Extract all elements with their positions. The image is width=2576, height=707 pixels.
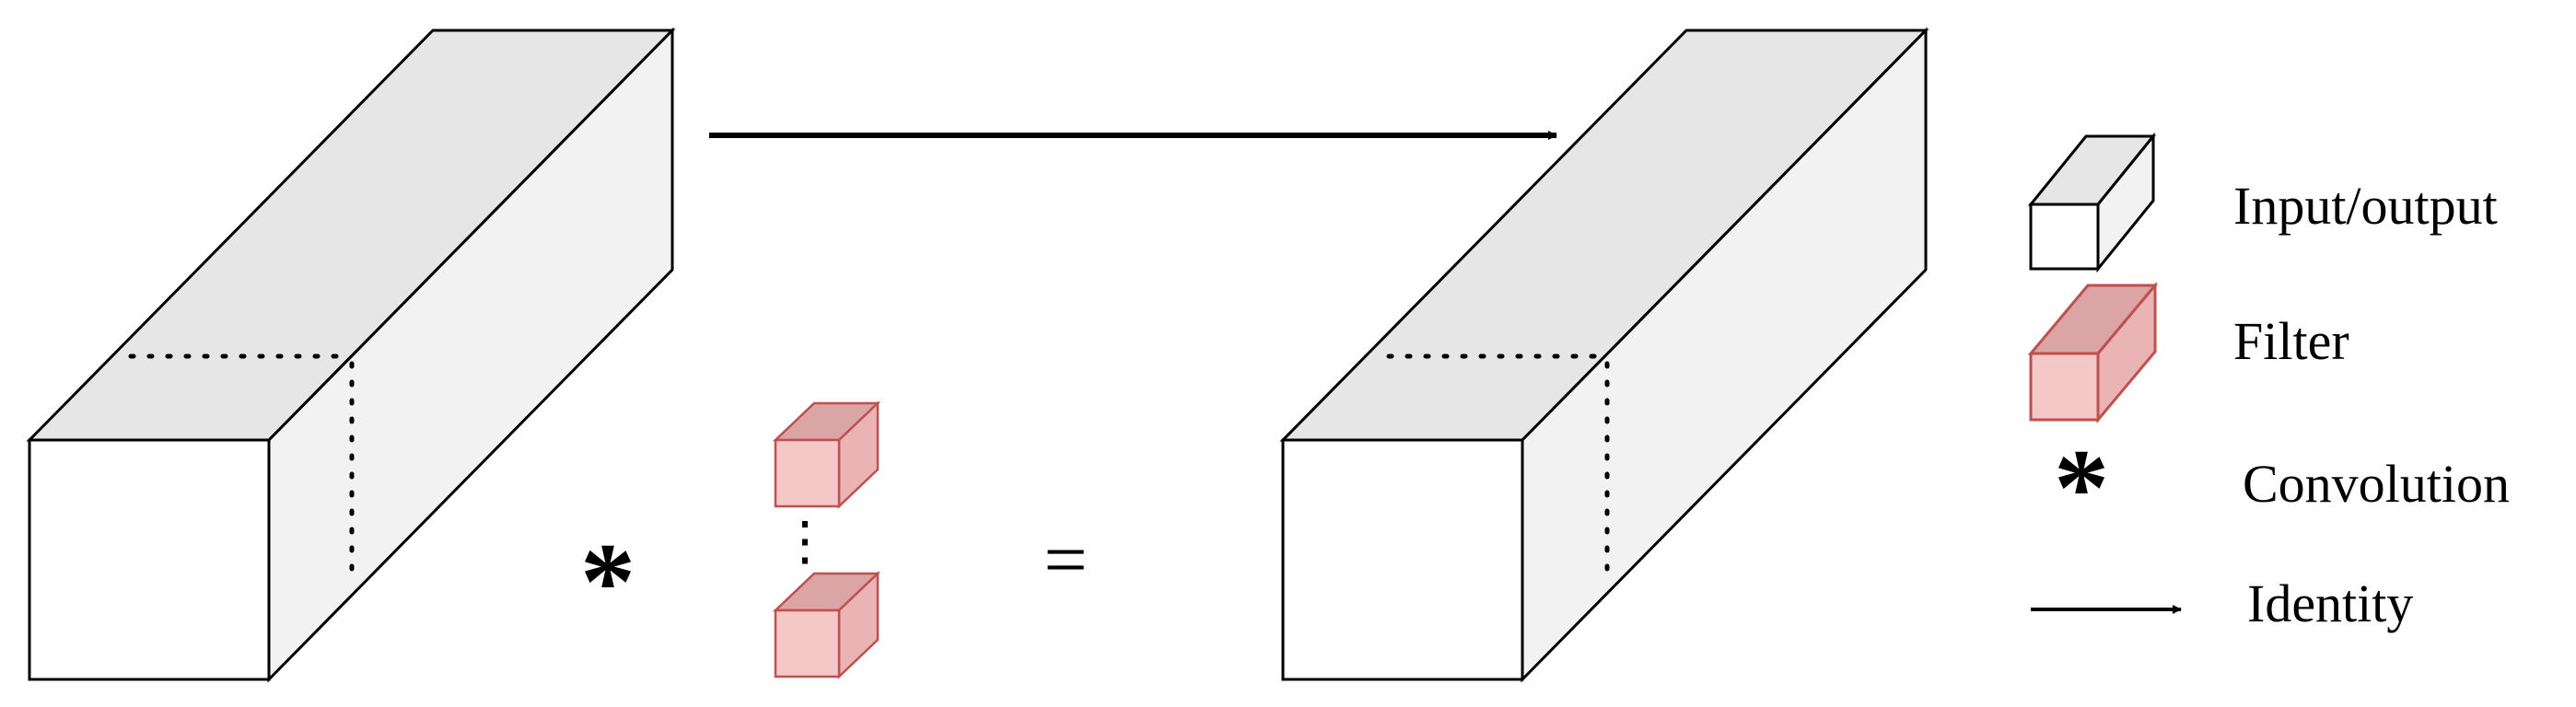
legend-label-filter: Filter bbox=[2233, 311, 2349, 371]
legend: Input/output Filter * Convolution Identi… bbox=[2027, 132, 2510, 633]
asterisk-icon: * bbox=[2054, 426, 2109, 549]
output-block bbox=[1279, 27, 1929, 683]
legend-label-convolution: Convolution bbox=[2243, 454, 2510, 514]
output-block-front-face bbox=[1281, 438, 1524, 681]
filter-cube-top bbox=[772, 400, 881, 509]
filter-cube-bottom bbox=[772, 571, 881, 679]
legend-item-input-output: Input/output bbox=[2027, 132, 2498, 273]
input-output-cube-icon bbox=[2027, 132, 2157, 273]
legend-item-filter: Filter bbox=[2027, 281, 2349, 424]
equals-symbol: = bbox=[1043, 517, 1087, 603]
legend-item-identity: Identity bbox=[2031, 574, 2413, 633]
convolution-symbol: * bbox=[580, 520, 635, 643]
filter-cube-icon bbox=[2027, 281, 2159, 424]
input-block-front-face bbox=[28, 438, 271, 681]
filter-ellipsis: ⋮ bbox=[778, 511, 832, 571]
input-block bbox=[26, 27, 676, 683]
legend-label-identity: Identity bbox=[2247, 574, 2413, 633]
filter-stack: ⋮ bbox=[772, 400, 881, 679]
legend-item-convolution: * Convolution bbox=[2054, 426, 2510, 549]
legend-label-input-output: Input/output bbox=[2233, 176, 2498, 236]
